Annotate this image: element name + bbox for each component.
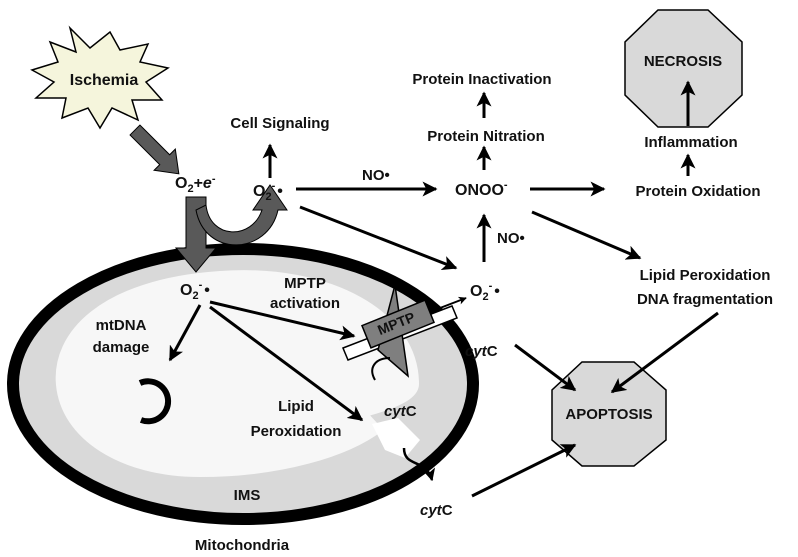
apoptosis-label: APOPTOSIS — [565, 406, 652, 423]
cytc-inner-label: cytC — [384, 403, 417, 420]
mtdna-damage-label-1: mtDNA — [96, 317, 147, 334]
lipid-peroxidation-inner-label-1: Lipid — [278, 398, 314, 415]
arrow-cytc-outer-to-apoptosis — [514, 343, 577, 392]
cytc-outer-label: cytC — [465, 343, 498, 360]
cell-signaling-label: Cell Signaling — [230, 115, 329, 132]
ischemia-to-o2e-arrow — [129, 124, 180, 175]
protein-nitration-label: Protein Nitration — [427, 128, 545, 145]
arrow-onoo-to-lipid-peroxidation — [531, 210, 642, 260]
arrow-to-cytc-inner — [209, 305, 364, 422]
ischemia-label: Ischemia — [70, 72, 139, 89]
ischemia-starburst-shape — [30, 25, 170, 130]
mptp-channel — [342, 284, 467, 381]
ims-label: IMS — [234, 487, 261, 504]
necrosis-label: NECROSIS — [644, 53, 722, 70]
mitochondria-label: Mitochondria — [195, 537, 290, 554]
block-arrows — [129, 124, 288, 273]
superoxide-ims-label: O2-• — [470, 280, 500, 303]
o2e-curved-arrow — [195, 184, 288, 246]
peroxynitrite-label: ONOO- — [455, 179, 508, 199]
mptp-small-curve — [371, 357, 391, 381]
protein-oxidation-label: Protein Oxidation — [635, 183, 760, 200]
mitochondrion — [7, 243, 479, 525]
arrow-cytc-release — [402, 447, 436, 482]
lipid-peroxidation-inner-label-2: Peroxidation — [251, 423, 342, 440]
protein-inactivation-label: Protein Inactivation — [412, 71, 551, 88]
pathway-arrows — [168, 80, 719, 498]
apoptosis-octagon — [551, 361, 667, 467]
dna-fragmentation-label: DNA fragmentation — [637, 291, 773, 308]
ischemia-burst — [30, 25, 170, 130]
no-radical-label-side: NO• — [497, 230, 525, 247]
arrow-to-superoxide-ims — [299, 205, 458, 271]
lipid-peroxidation-right-label: Lipid Peroxidation — [640, 267, 771, 284]
arrow-cytc-released-to-apoptosis — [471, 443, 577, 498]
mptp-activation-label-1: MPTP — [284, 275, 326, 292]
arrow-to-mptp — [209, 300, 356, 341]
mptp-box — [361, 299, 435, 349]
membrane-rupture — [372, 418, 420, 458]
superoxide-matrix-label: O2-• — [180, 279, 210, 302]
mtdna-loop — [138, 378, 172, 425]
o2-plus-electron-label: O2+e- — [175, 173, 216, 195]
mptp-activation-label-2: activation — [270, 295, 340, 312]
inflammation-label: Inflammation — [644, 134, 737, 151]
mptp-to-superoxide-arrow — [439, 296, 467, 309]
cytc-released-label: cytC — [420, 502, 453, 519]
arrow-to-mtdna-damage — [168, 304, 202, 362]
no-radical-label-top: NO• — [362, 167, 390, 184]
arrow-dna-fragmentation-to-apoptosis — [610, 311, 719, 394]
superoxide-cytosol-label: O2-• — [253, 180, 283, 203]
necrosis-octagon — [624, 9, 743, 128]
mtdna-damage-label-2: damage — [93, 339, 150, 356]
